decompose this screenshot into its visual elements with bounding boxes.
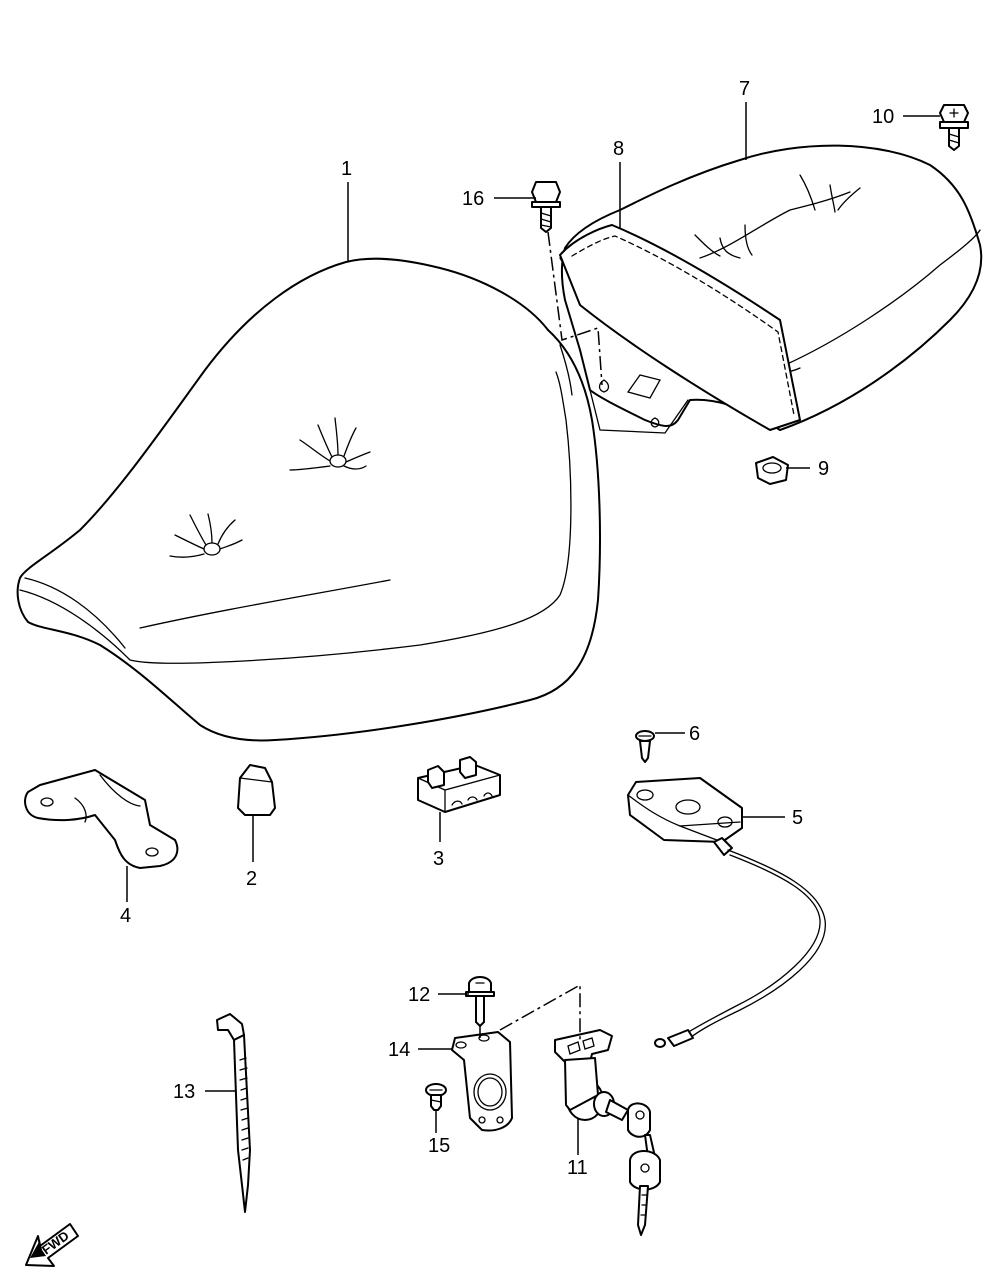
cable-tie-13	[216, 1013, 251, 1213]
fwd-arrow: FWD	[25, 1223, 79, 1267]
callout-labels: 1 2 3 4 5 6 7 8 9 10 11 12 13 14 15 16	[120, 78, 894, 1179]
callout-4: 4	[120, 905, 131, 927]
seat-lock-cable-5	[627, 777, 826, 1048]
callout-1: 1	[341, 158, 352, 180]
callout-16: 16	[462, 188, 484, 210]
callout-10: 10	[872, 106, 894, 128]
bolt-16	[531, 181, 561, 233]
cushion-2	[237, 764, 276, 816]
callout-12: 12	[408, 984, 430, 1006]
callout-9: 9	[818, 458, 829, 480]
callout-14: 14	[388, 1039, 410, 1061]
callout-6: 6	[689, 723, 700, 745]
front-seat	[16, 257, 601, 742]
bracket-14	[451, 1031, 513, 1132]
callout-3: 3	[433, 848, 444, 870]
nut-9	[755, 456, 789, 485]
cushion-3	[417, 756, 501, 813]
rear-seat	[559, 144, 983, 434]
callout-7: 7	[739, 78, 750, 100]
bolt-12	[465, 976, 495, 1027]
leader-lines	[126, 102, 940, 1155]
callout-11: 11	[567, 1157, 588, 1179]
lock-cylinder-11	[554, 1029, 661, 1236]
screw-15	[425, 1083, 447, 1111]
callout-15: 15	[428, 1135, 450, 1157]
bracket-4	[24, 769, 179, 869]
screw-6	[635, 730, 655, 763]
callout-13: 13	[173, 1081, 195, 1103]
callout-5: 5	[792, 807, 803, 829]
bolt-10	[939, 104, 969, 151]
callout-8: 8	[613, 138, 624, 160]
callout-2: 2	[246, 868, 257, 890]
